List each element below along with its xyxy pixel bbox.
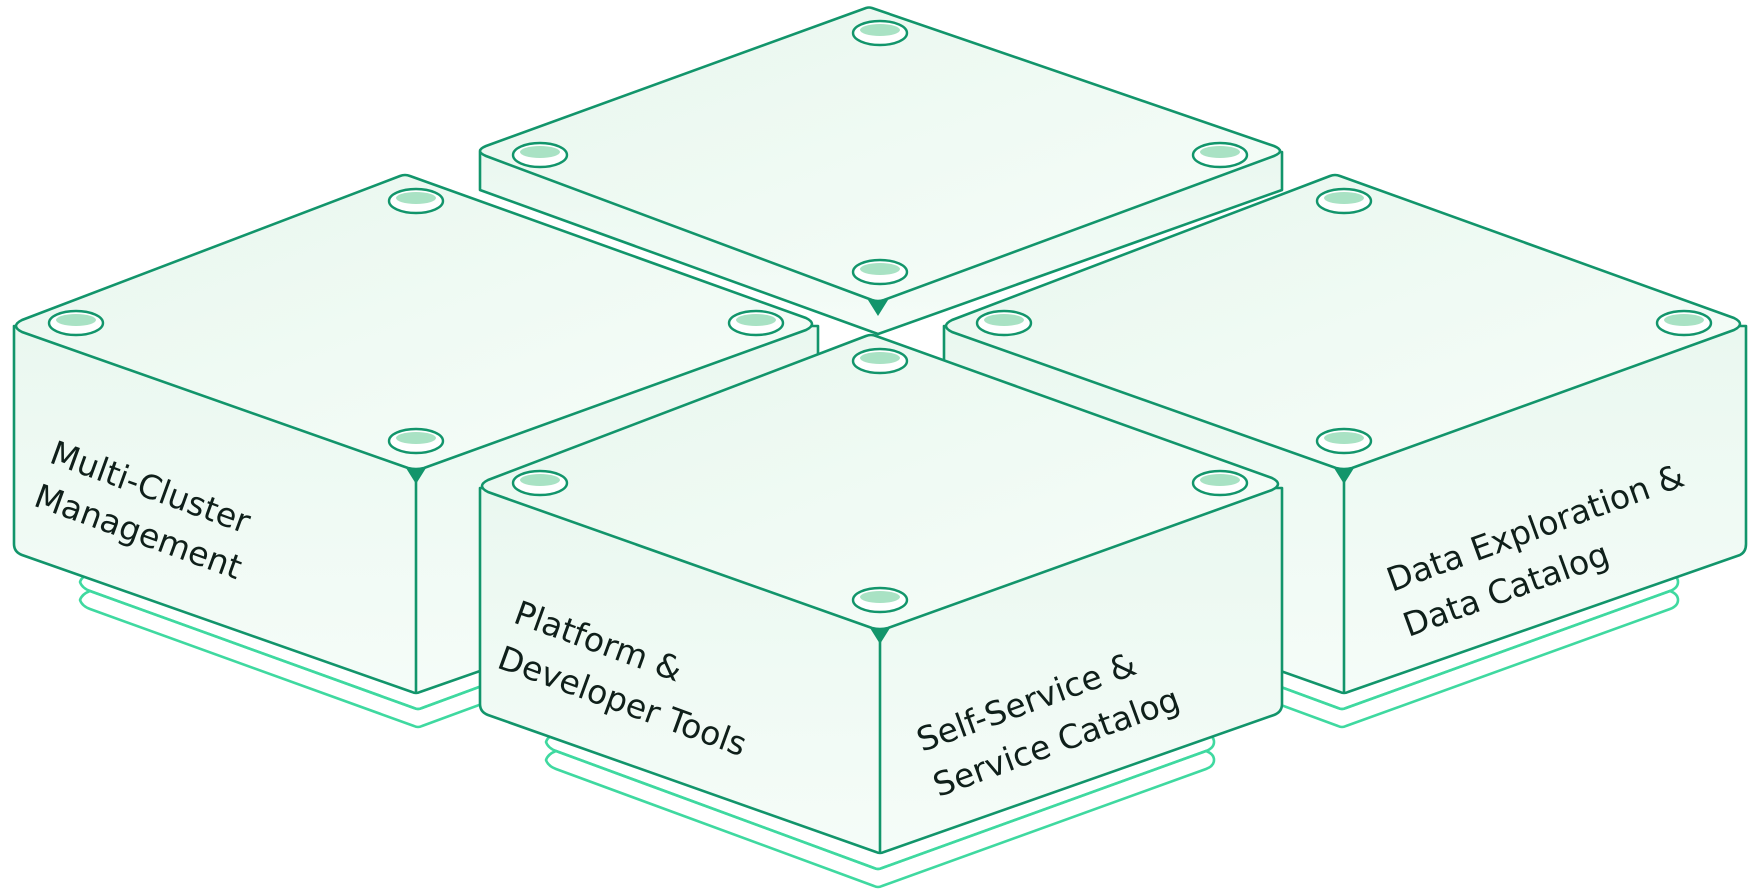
module-back [478, 6, 1284, 336]
left-notch [406, 468, 426, 484]
back-holes [511, 19, 1249, 286]
right-holes [975, 187, 1713, 455]
front-holes [511, 347, 1249, 614]
left-holes [47, 187, 785, 455]
right-notch [1334, 468, 1354, 484]
back-notch [868, 300, 888, 316]
front-notch [870, 628, 890, 644]
